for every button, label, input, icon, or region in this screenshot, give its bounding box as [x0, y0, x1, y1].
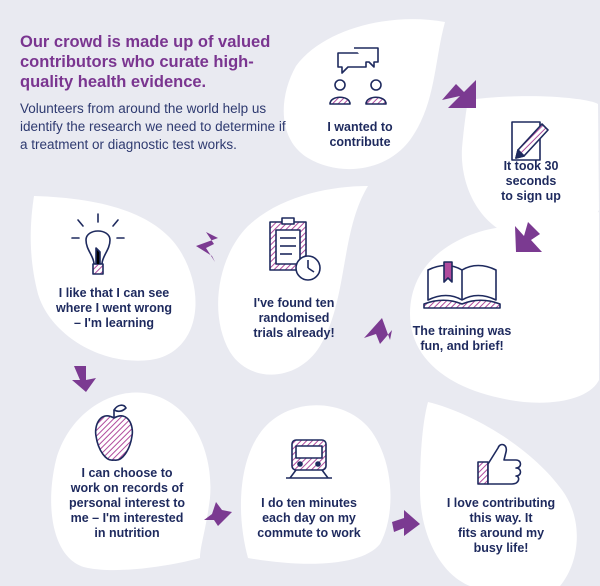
chat-people-icon: [329, 47, 387, 105]
bubble-4: [218, 186, 368, 375]
thumbs-up-icon: [477, 443, 522, 485]
bubble-6: [51, 392, 211, 571]
apple-icon: [94, 404, 134, 461]
step-6-line: I can choose to: [81, 466, 173, 480]
arrow-3-icon: [364, 318, 392, 344]
arrow-1-icon: [442, 80, 476, 108]
step-2-label: It took 30 seconds to sign up: [476, 159, 586, 204]
step-8-line: I love contributing: [446, 496, 556, 510]
step-6-line: work on records of: [70, 481, 184, 495]
intro-text: Volunteers from around the world help us…: [20, 101, 286, 152]
step-2-line: to sign up: [501, 189, 561, 203]
arrow-4-icon: [196, 232, 218, 262]
bubble-1: [283, 19, 445, 170]
step-4-line: randomised: [258, 311, 330, 325]
step-7-label: I do ten minutes each day on my commute …: [252, 496, 366, 541]
step-2-line: It took 30: [503, 159, 559, 173]
step-8-line: this way. It: [469, 511, 533, 525]
step-6-line: me – I'm interested: [70, 511, 184, 525]
bubble-5: [30, 196, 196, 361]
step-8-line: busy life!: [473, 541, 529, 555]
bubble-3: [410, 212, 599, 403]
step-1-label: I wanted to contribute: [300, 120, 420, 150]
step-7-line: I do ten minutes: [261, 496, 357, 510]
bubble-2: [461, 96, 599, 241]
step-7-line: each day on my: [262, 511, 356, 525]
step-3-label: The training was fun, and brief!: [402, 324, 522, 354]
step-3-line: fun, and brief!: [420, 339, 504, 353]
step-8-label: I love contributing this way. It fits ar…: [440, 496, 562, 556]
step-5-label: I like that I can see where I went wrong…: [44, 286, 184, 331]
step-7-line: commute to work: [257, 526, 361, 540]
bubble-7: [240, 405, 391, 564]
clipboard-clock-icon: [269, 217, 321, 281]
step-1-line: I wanted to: [327, 120, 393, 134]
pencil-paper-icon: [511, 121, 549, 161]
train-icon: [286, 439, 332, 479]
arrow-5-icon: [72, 366, 96, 392]
lightbulb-icon: [71, 213, 125, 275]
step-4-label: I've found ten randomised trials already…: [238, 296, 350, 341]
arrow-7-icon: [392, 510, 420, 536]
intro-block: Our crowd is made up of valued contribut…: [20, 32, 290, 154]
bubble-8: [420, 402, 577, 586]
step-1-line: contribute: [329, 135, 391, 149]
open-book-icon: [423, 261, 501, 309]
step-5-line: I like that I can see: [58, 286, 170, 300]
step-3-line: The training was: [412, 324, 512, 338]
step-8-line: fits around my: [457, 526, 545, 540]
step-6-line: in nutrition: [94, 526, 160, 540]
page-heading: Our crowd is made up of valued contribut…: [20, 33, 271, 91]
step-6-label: I can choose to work on records of perso…: [56, 466, 198, 541]
arrow-2-icon: [515, 222, 542, 252]
step-5-line: where I went wrong: [56, 301, 172, 315]
step-4-line: trials already!: [253, 326, 335, 340]
step-4-line: I've found ten: [253, 296, 335, 310]
step-5-line: – I'm learning: [73, 316, 155, 330]
arrow-6-icon: [204, 502, 232, 526]
step-6-line: personal interest to: [69, 496, 185, 510]
step-2-line: seconds: [505, 174, 557, 188]
